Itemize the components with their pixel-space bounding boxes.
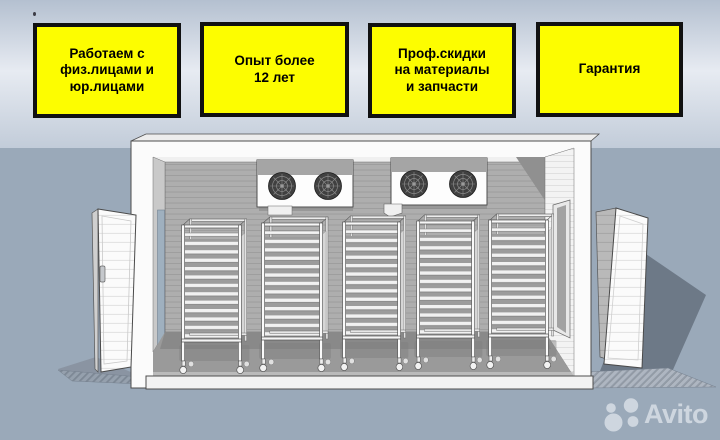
fan-icon xyxy=(314,172,342,200)
chamber-base xyxy=(145,375,594,390)
left-door-shadow-ramp xyxy=(57,357,141,385)
badge-clients: Работаем с физ.лицами и юр.лицами xyxy=(33,23,181,118)
fan-icon xyxy=(268,172,296,200)
left-doorway-gap xyxy=(157,209,165,353)
stray-dot-artifact xyxy=(33,12,36,16)
badge-experience: Опыт более 12 лет xyxy=(200,22,349,117)
avito-dots-icon xyxy=(604,398,639,432)
door-handle xyxy=(99,265,106,283)
evaporator-unit-left xyxy=(256,159,354,216)
evaporator-unit-right xyxy=(383,157,488,218)
tray-rack xyxy=(413,214,483,371)
tray-rack xyxy=(258,216,332,373)
tray-rack xyxy=(178,218,250,375)
fan-icon xyxy=(400,170,428,198)
right-door-open xyxy=(595,207,649,369)
left-door-open xyxy=(91,208,137,373)
badge-discounts: Проф.скидки на материалы и запчасти xyxy=(368,23,516,118)
fan-icon xyxy=(449,170,477,198)
avito-watermark: Avito xyxy=(603,395,709,433)
badge-warranty: Гарантия xyxy=(536,22,683,117)
avito-brand-text: Avito xyxy=(644,398,709,429)
right-hatched-ramp xyxy=(583,367,717,389)
tray-rack xyxy=(485,213,557,370)
tray-rack xyxy=(339,215,409,372)
